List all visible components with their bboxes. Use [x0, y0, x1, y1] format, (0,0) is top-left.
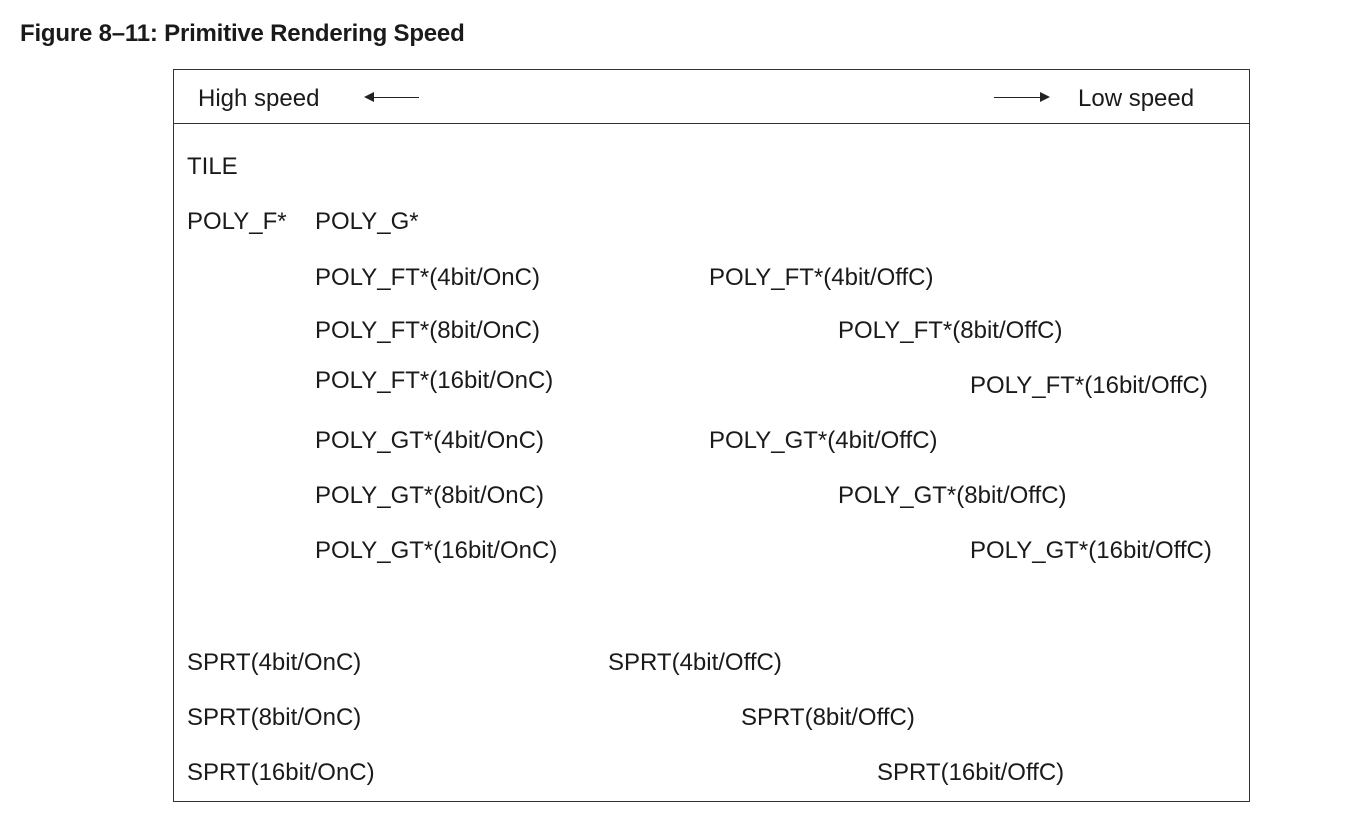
item-poly-ft-8-onc: POLY_FT*(8bit/OnC): [315, 317, 540, 344]
item-sprt-8-onc: SPRT(8bit/OnC): [187, 704, 362, 731]
item-poly-ft-4-offc: POLY_FT*(4bit/OffC): [709, 264, 934, 291]
arrow-right-icon: [1040, 92, 1050, 102]
arrow-left-shaft: [372, 97, 419, 98]
arrow-right-shaft: [994, 97, 1040, 98]
item-poly-gt-16-offc: POLY_GT*(16bit/OffC): [970, 537, 1212, 564]
figure-title: Figure 8–11: Primitive Rendering Speed: [20, 20, 465, 47]
item-poly-f: POLY_F*: [187, 208, 287, 235]
item-poly-ft-8-offc: POLY_FT*(8bit/OffC): [838, 317, 1063, 344]
item-poly-ft-16-offc: POLY_FT*(16bit/OffC): [970, 372, 1208, 399]
item-poly-gt-16-onc: POLY_GT*(16bit/OnC): [315, 537, 558, 564]
low-speed-label: Low speed: [1078, 85, 1195, 112]
diagram-frame: [173, 69, 1250, 802]
item-sprt-4-offc: SPRT(4bit/OffC): [608, 649, 782, 676]
item-tile: TILE: [187, 153, 238, 180]
item-poly-ft-16-onc: POLY_FT*(16bit/OnC): [315, 367, 554, 394]
item-poly-g: POLY_G*: [315, 208, 419, 235]
header-divider: [173, 123, 1250, 124]
item-sprt-4-onc: SPRT(4bit/OnC): [187, 649, 362, 676]
item-sprt-16-onc: SPRT(16bit/OnC): [187, 759, 375, 786]
item-poly-gt-4-onc: POLY_GT*(4bit/OnC): [315, 427, 544, 454]
item-sprt-16-offc: SPRT(16bit/OffC): [877, 759, 1065, 786]
arrow-left-icon: [364, 92, 374, 102]
item-poly-gt-8-onc: POLY_GT*(8bit/OnC): [315, 482, 544, 509]
high-speed-label: High speed: [198, 85, 320, 112]
item-sprt-8-offc: SPRT(8bit/OffC): [741, 704, 915, 731]
item-poly-ft-4-onc: POLY_FT*(4bit/OnC): [315, 264, 540, 291]
item-poly-gt-8-offc: POLY_GT*(8bit/OffC): [838, 482, 1067, 509]
item-poly-gt-4-offc: POLY_GT*(4bit/OffC): [709, 427, 938, 454]
